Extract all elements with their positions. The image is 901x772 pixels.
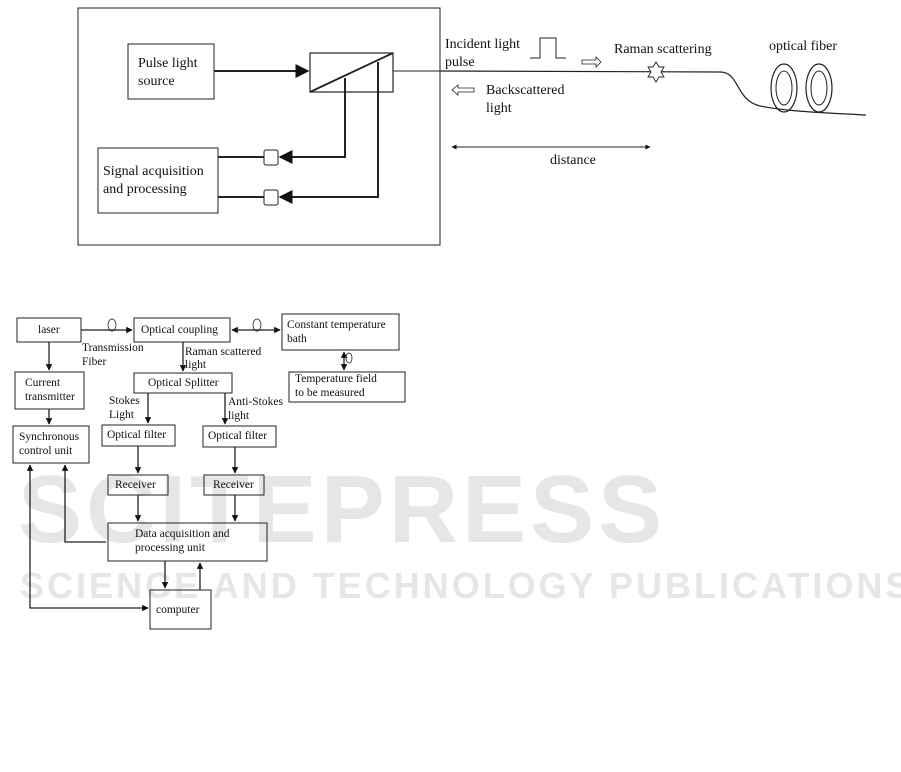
temperature-field-label-1: Temperature field (295, 373, 377, 385)
backscattered-label-1: Backscattered (486, 83, 565, 98)
optical-filter-left-label: Optical filter (107, 429, 167, 441)
optical-filter-right-box (202, 425, 277, 448)
backscattered-label-2: light (486, 101, 512, 116)
pulse-light-source-label-1: Pulse light (138, 56, 198, 71)
raman-scattered-label-2: light (185, 359, 207, 371)
anti-stokes-label-1: Anti-Stokes (228, 396, 283, 408)
daq-label-2: processing unit (135, 542, 205, 554)
laser-label: laser (38, 324, 60, 336)
signal-acquisition-label-2: and processing (103, 182, 187, 197)
optical-splitter-label: Optical Splitter (148, 377, 219, 389)
signal-box (97, 147, 219, 214)
optical-coupling-label: Optical coupling (141, 324, 218, 336)
sync-control-label-1: Synchronous (19, 431, 80, 443)
pulse-light-source-label-2: source (138, 74, 175, 89)
stokes-light-label-2: Light (109, 409, 134, 421)
optical-splitter-box (133, 372, 233, 394)
current-transmitter-label-1: Current (25, 377, 61, 389)
sync-control-box (12, 425, 90, 464)
detector-2 (263, 189, 279, 206)
temperature-field-label-2: to be measured (295, 387, 365, 399)
raman-scattering-label: Raman scattering (614, 42, 712, 57)
bottom-figure (12, 313, 406, 630)
daq-label-1: Data acquisition and (135, 528, 230, 540)
transmission-fiber-label-2: Fiber (82, 356, 107, 368)
optical-filter-right-label: Optical filter (208, 430, 268, 442)
receiver-right-label: Receiver (213, 479, 254, 491)
optical-fiber-label: optical fiber (769, 39, 838, 54)
coupler-box (309, 52, 394, 93)
receiver-right-box (203, 474, 265, 496)
transmission-fiber-label-1: Transmission (82, 342, 144, 354)
outer-frame (77, 7, 441, 246)
incident-light-label-1: Incident light (445, 37, 521, 52)
computer-label: computer (156, 604, 200, 616)
incident-light-label-2: pulse (445, 55, 475, 70)
signal-acquisition-label-1: Signal acquisition (103, 164, 204, 179)
temperature-field-box (288, 371, 406, 403)
raman-scattered-label-1: Raman scattered (185, 346, 262, 358)
const-temp-label-1: Constant temperature (287, 319, 386, 331)
const-temp-box (281, 313, 400, 351)
detector-1 (263, 149, 279, 166)
optical-coupling-box (133, 317, 231, 343)
computer-box (149, 589, 212, 630)
sync-control-label-2: control unit (19, 445, 73, 457)
top-figure (77, 7, 867, 246)
receiver-left-label: Receiver (115, 479, 156, 491)
anti-stokes-label-2: light (228, 410, 250, 422)
current-transmitter-label-2: transmitter (25, 391, 75, 403)
const-temp-label-2: bath (287, 333, 307, 345)
distance-label: distance (550, 153, 596, 168)
stokes-light-label-1: Stokes (109, 395, 140, 407)
